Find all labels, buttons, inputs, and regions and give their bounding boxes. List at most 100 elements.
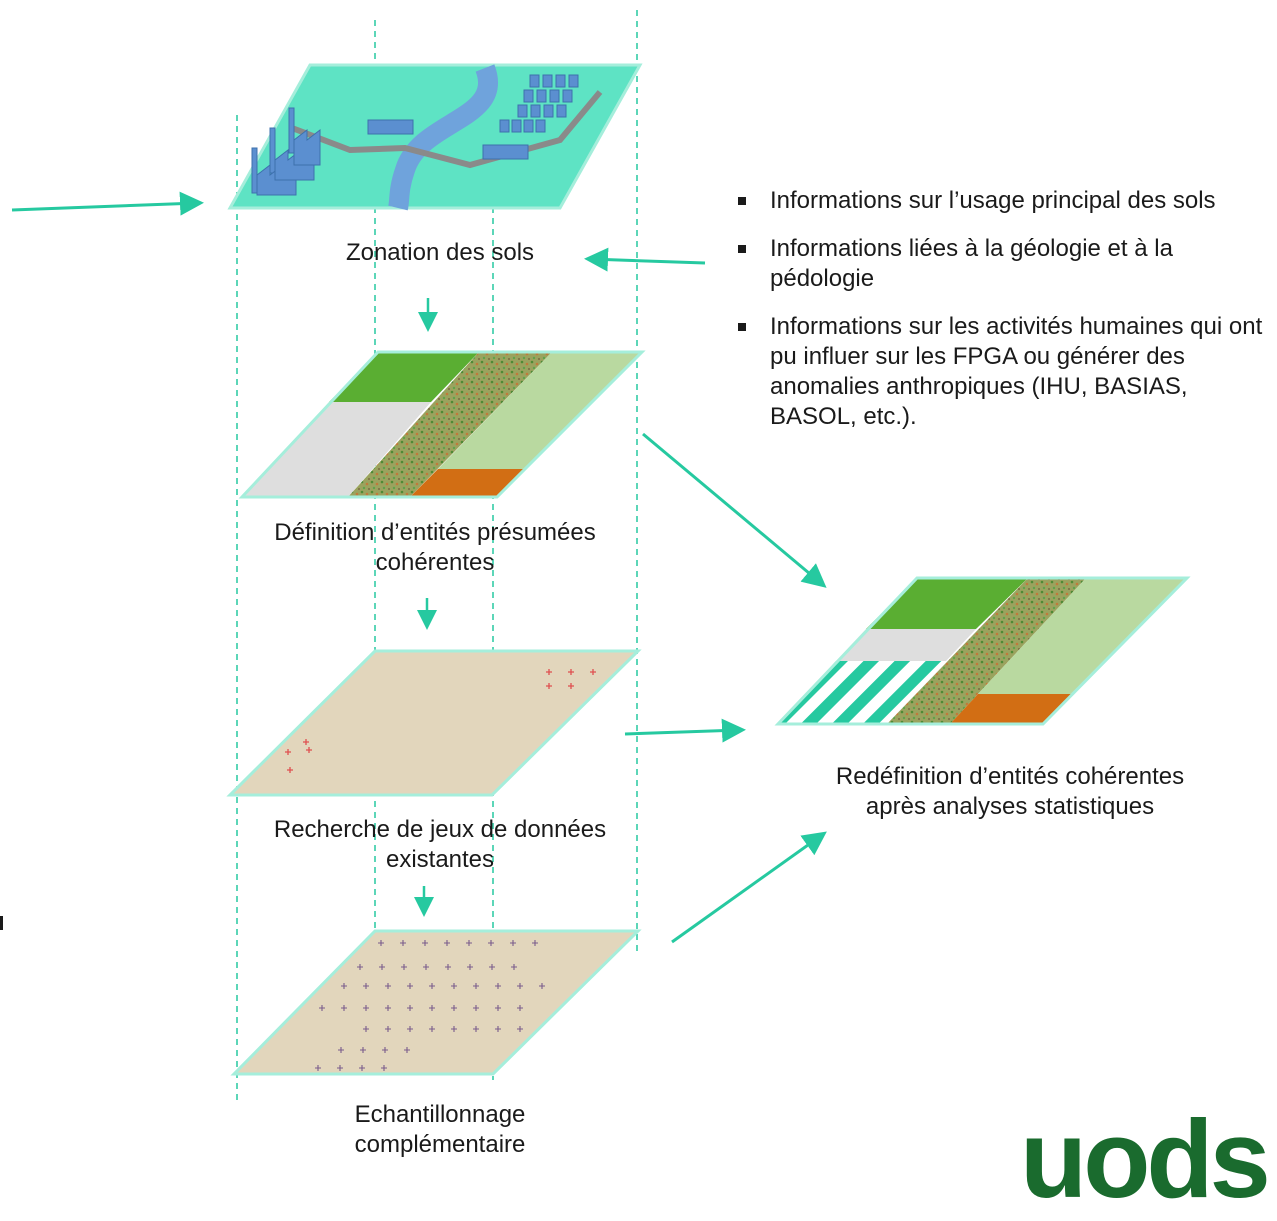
arrows bbox=[11, 191, 827, 944]
info-item: Informations sur les activités humaines … bbox=[735, 312, 1275, 432]
sample-cross bbox=[451, 1005, 457, 1011]
sample-cross bbox=[407, 1026, 413, 1032]
sample-cross bbox=[495, 1026, 501, 1032]
plane-redefinition bbox=[774, 576, 1191, 726]
arrow-left-input bbox=[11, 191, 204, 216]
sample-cross bbox=[404, 1047, 410, 1053]
sample-cross bbox=[341, 983, 347, 989]
sample-cross bbox=[385, 1026, 391, 1032]
sample-cross bbox=[423, 964, 429, 970]
sample-cross bbox=[341, 1005, 347, 1011]
zone-light-green bbox=[978, 578, 1187, 694]
arrow-to-redefinition-2 bbox=[624, 718, 746, 743]
info-item: Informations sur l’usage principal des s… bbox=[735, 186, 1275, 216]
zone-light-green bbox=[438, 352, 642, 469]
sample-cross bbox=[532, 940, 538, 946]
sample-cross bbox=[467, 964, 473, 970]
sample-cross bbox=[451, 983, 457, 989]
sample-cross bbox=[429, 1005, 435, 1011]
sample-cross bbox=[473, 1005, 479, 1011]
zoning-diagram bbox=[11, 10, 1191, 1100]
sample-crosses bbox=[315, 940, 545, 1071]
sample-cross bbox=[385, 983, 391, 989]
zone-speckle bbox=[348, 352, 552, 497]
zone-gray bbox=[836, 629, 976, 661]
sample-cross bbox=[473, 1026, 479, 1032]
road bbox=[290, 90, 603, 169]
bullet-icon bbox=[738, 323, 746, 331]
plane-echantillonnage bbox=[230, 929, 642, 1076]
arrow-to-redefinition-3 bbox=[671, 831, 827, 944]
sample-cross bbox=[319, 1005, 325, 1011]
sample-cross bbox=[357, 964, 363, 970]
sample-cross bbox=[444, 940, 450, 946]
sample-cross bbox=[359, 1065, 365, 1071]
logo: uods bbox=[1020, 1098, 1271, 1221]
label-definition: Définition d’entités présumées cohérente… bbox=[274, 519, 596, 576]
sample-cross bbox=[381, 1065, 387, 1071]
sample-cross bbox=[400, 940, 406, 946]
sample-cross bbox=[495, 983, 501, 989]
info-item-text: Informations sur les activités humaines … bbox=[770, 313, 1263, 430]
sample-cross bbox=[315, 1065, 321, 1071]
info-list: Informations sur l’usage principal des s… bbox=[735, 186, 1275, 450]
arrow-to-redefinition-1 bbox=[642, 432, 827, 588]
sample-cross bbox=[488, 940, 494, 946]
info-item-text: Informations sur l’usage principal des s… bbox=[770, 187, 1216, 214]
sample-cross bbox=[495, 1005, 501, 1011]
zone-gray bbox=[242, 402, 431, 497]
plane-definition bbox=[238, 350, 646, 499]
sample-cross bbox=[360, 1047, 366, 1053]
zone-orange bbox=[950, 694, 1073, 724]
left-edge-mark bbox=[0, 916, 3, 930]
sample-cross bbox=[473, 983, 479, 989]
sample-cross bbox=[385, 1005, 391, 1011]
sample-cross bbox=[338, 1047, 344, 1053]
sample-cross bbox=[517, 983, 523, 989]
sample-cross bbox=[517, 1026, 523, 1032]
label-redefinition: Redéfinition d’entités cohérentes après … bbox=[835, 763, 1185, 820]
factory-icon bbox=[251, 107, 321, 196]
sample-cross bbox=[451, 1026, 457, 1032]
info-item-text: Informations liées à la géologie et à la… bbox=[770, 235, 1173, 292]
sample-cross bbox=[422, 940, 428, 946]
arrow-info-to-zonation bbox=[584, 247, 706, 272]
sample-cross bbox=[363, 1026, 369, 1032]
bullet-icon bbox=[738, 197, 746, 205]
zone-stripes bbox=[778, 661, 946, 724]
plane-base bbox=[230, 929, 642, 1076]
sample-cross bbox=[445, 964, 451, 970]
label-echantillonnage: Echantillonnage complémentaire bbox=[354, 1101, 526, 1158]
sample-cross bbox=[489, 964, 495, 970]
info-item: Informations liées à la géologie et à la… bbox=[735, 234, 1275, 294]
sample-cross bbox=[511, 964, 517, 970]
sample-cross bbox=[379, 964, 385, 970]
sample-cross bbox=[517, 1005, 523, 1011]
plane-outline bbox=[774, 576, 1191, 726]
sample-cross bbox=[466, 940, 472, 946]
bullet-icon bbox=[738, 245, 746, 253]
sample-cross bbox=[429, 1026, 435, 1032]
sample-cross bbox=[539, 983, 545, 989]
sample-cross bbox=[378, 940, 384, 946]
sample-cross bbox=[363, 1005, 369, 1011]
sample-cross bbox=[510, 940, 516, 946]
plane-recherche bbox=[226, 649, 642, 797]
red-crosses bbox=[285, 669, 596, 773]
zone-orange bbox=[410, 469, 525, 497]
plane-zonation bbox=[227, 63, 643, 211]
sample-cross bbox=[429, 983, 435, 989]
sample-cross bbox=[401, 964, 407, 970]
dashed-guides bbox=[236, 10, 638, 1100]
sample-cross bbox=[407, 1005, 413, 1011]
label-zonation: Zonation des sols bbox=[345, 239, 535, 266]
sample-cross bbox=[407, 983, 413, 989]
zone-speckle bbox=[887, 578, 1086, 724]
sample-cross bbox=[363, 983, 369, 989]
plane-base bbox=[226, 649, 642, 797]
sample-cross bbox=[382, 1047, 388, 1053]
buildings-icon bbox=[367, 74, 579, 160]
plane-outline bbox=[238, 350, 646, 499]
sample-cross bbox=[337, 1065, 343, 1071]
label-recherche: Recherche de jeux de données existantes bbox=[273, 816, 607, 873]
